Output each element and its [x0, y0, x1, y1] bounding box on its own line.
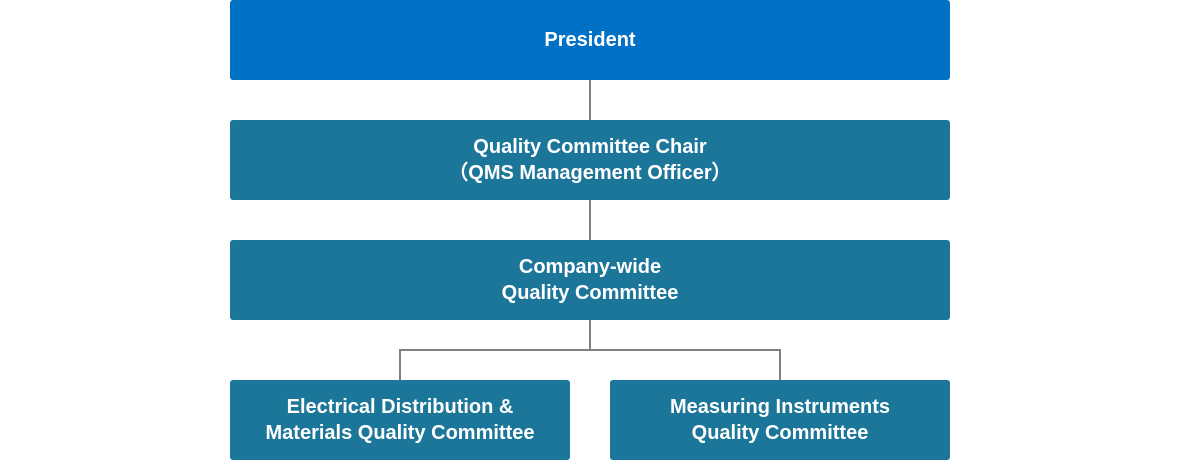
company-wide-committee-box: Company-wide Quality Committee — [230, 240, 950, 320]
connector-chair-company — [589, 199, 591, 241]
president-label: President — [544, 29, 636, 51]
connector-branch-right — [779, 349, 781, 381]
president-box: President — [230, 0, 950, 80]
electrical-committee-box: Electrical Distribution & Materials Qual… — [230, 380, 570, 460]
connector-branch-left — [399, 349, 401, 381]
electrical-line2: Materials Quality Committee — [265, 422, 535, 444]
measuring-line1: Measuring Instruments — [669, 396, 891, 418]
connector-horizontal-branch — [399, 349, 781, 351]
company-wide-line1: Company-wide — [518, 256, 662, 278]
company-wide-line2: Quality Committee — [501, 282, 679, 304]
chair-title: Quality Committee Chair — [473, 136, 707, 158]
connector-company-down — [589, 319, 591, 350]
connector-president-chair — [589, 79, 591, 121]
chair-subtitle: （QMS Management Officer） — [448, 162, 732, 184]
electrical-line1: Electrical Distribution & — [286, 396, 514, 418]
measuring-line2: Quality Committee — [691, 422, 869, 444]
measuring-committee-box: Measuring Instruments Quality Committee — [610, 380, 950, 460]
quality-committee-chair-box: Quality Committee Chair （QMS Management … — [230, 120, 950, 200]
